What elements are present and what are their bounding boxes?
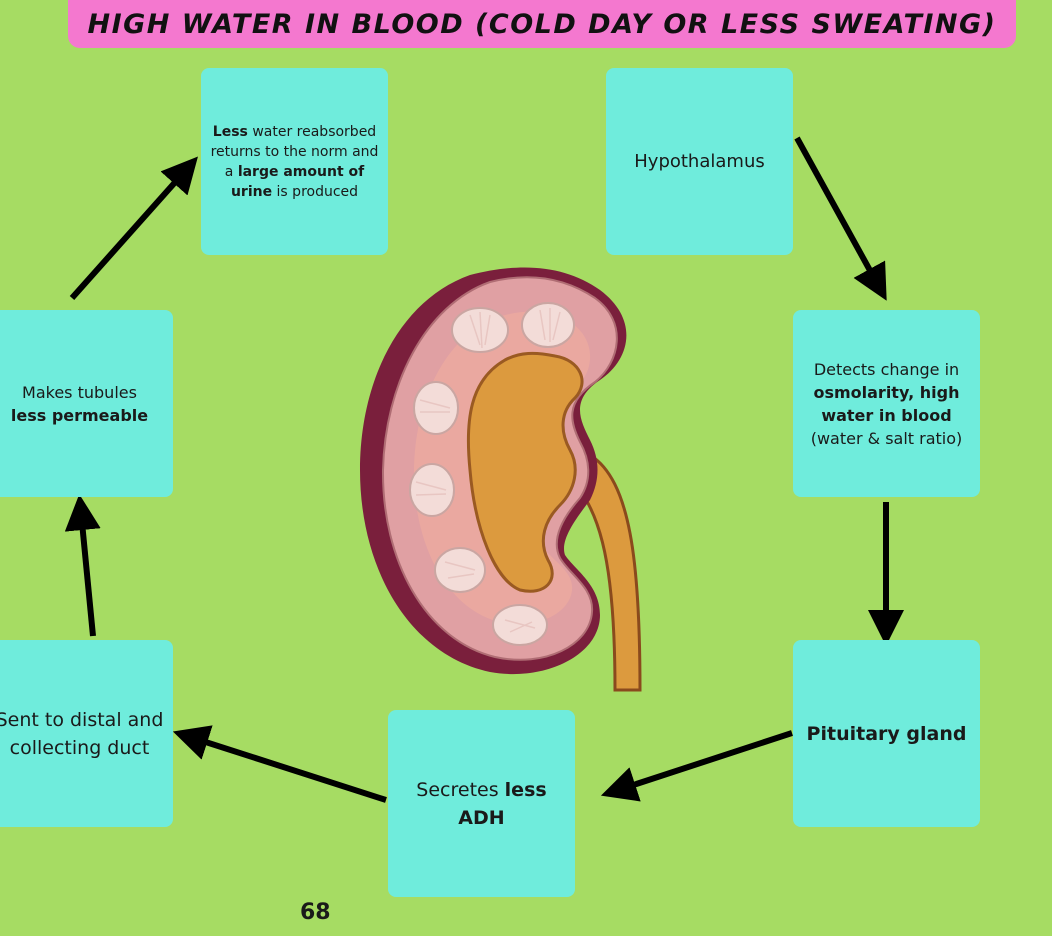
urine-label: large amount of urine bbox=[230, 163, 365, 200]
arrow-makes-to-less-water bbox=[69, 156, 198, 300]
makes-tubules-text: Makes tubules bbox=[22, 382, 137, 402]
less-label: Less bbox=[212, 123, 248, 140]
detects-change-box: Detects change in osmolarity, high water… bbox=[793, 310, 980, 497]
less-water-box: Less water reabsorbed returns to the nor… bbox=[201, 68, 388, 255]
arrow-secretes-to-sent bbox=[172, 725, 387, 803]
detects-change-text: Detects change in bbox=[813, 359, 960, 379]
pituitary-gland-box: Pituitary gland bbox=[793, 640, 980, 827]
page-number: 68 bbox=[300, 900, 331, 925]
produced-text: is produced bbox=[276, 183, 359, 200]
pituitary-gland-label: Pituitary gland bbox=[806, 722, 967, 745]
title-banner: HIGH WATER IN BLOOD (COLD DAY OR LESS SW… bbox=[68, 0, 1016, 48]
hypothalamus-label: Hypothalamus bbox=[634, 151, 765, 172]
osmolarity-label: osmolarity, high water in blood bbox=[813, 382, 960, 425]
arrow-hypothalamus-to-detects bbox=[794, 136, 887, 301]
reabsorbed-text: water reabsorbed returns to the norm and… bbox=[210, 123, 379, 180]
arrow-pituitary-to-secretes bbox=[600, 730, 793, 802]
page-title: HIGH WATER IN BLOOD (COLD DAY OR LESS SW… bbox=[87, 8, 997, 40]
sent-to-duct-box: Sent to distal and collecting duct bbox=[0, 640, 173, 827]
makes-tubules-box: Makes tubules less permeable bbox=[0, 310, 173, 497]
less-permeable-label: less permeable bbox=[10, 405, 149, 425]
secretes-adh-box: Secretes less ADH bbox=[388, 710, 575, 897]
secretes-text: Secretes bbox=[416, 778, 499, 801]
hypothalamus-box: Hypothalamus bbox=[606, 68, 793, 255]
arrow-sent-to-makes bbox=[64, 494, 101, 637]
less-adh-label: less ADH bbox=[458, 778, 547, 829]
sent-to-duct-label: Sent to distal and collecting duct bbox=[0, 708, 164, 759]
water-salt-ratio-text: (water & salt ratio) bbox=[810, 428, 963, 448]
